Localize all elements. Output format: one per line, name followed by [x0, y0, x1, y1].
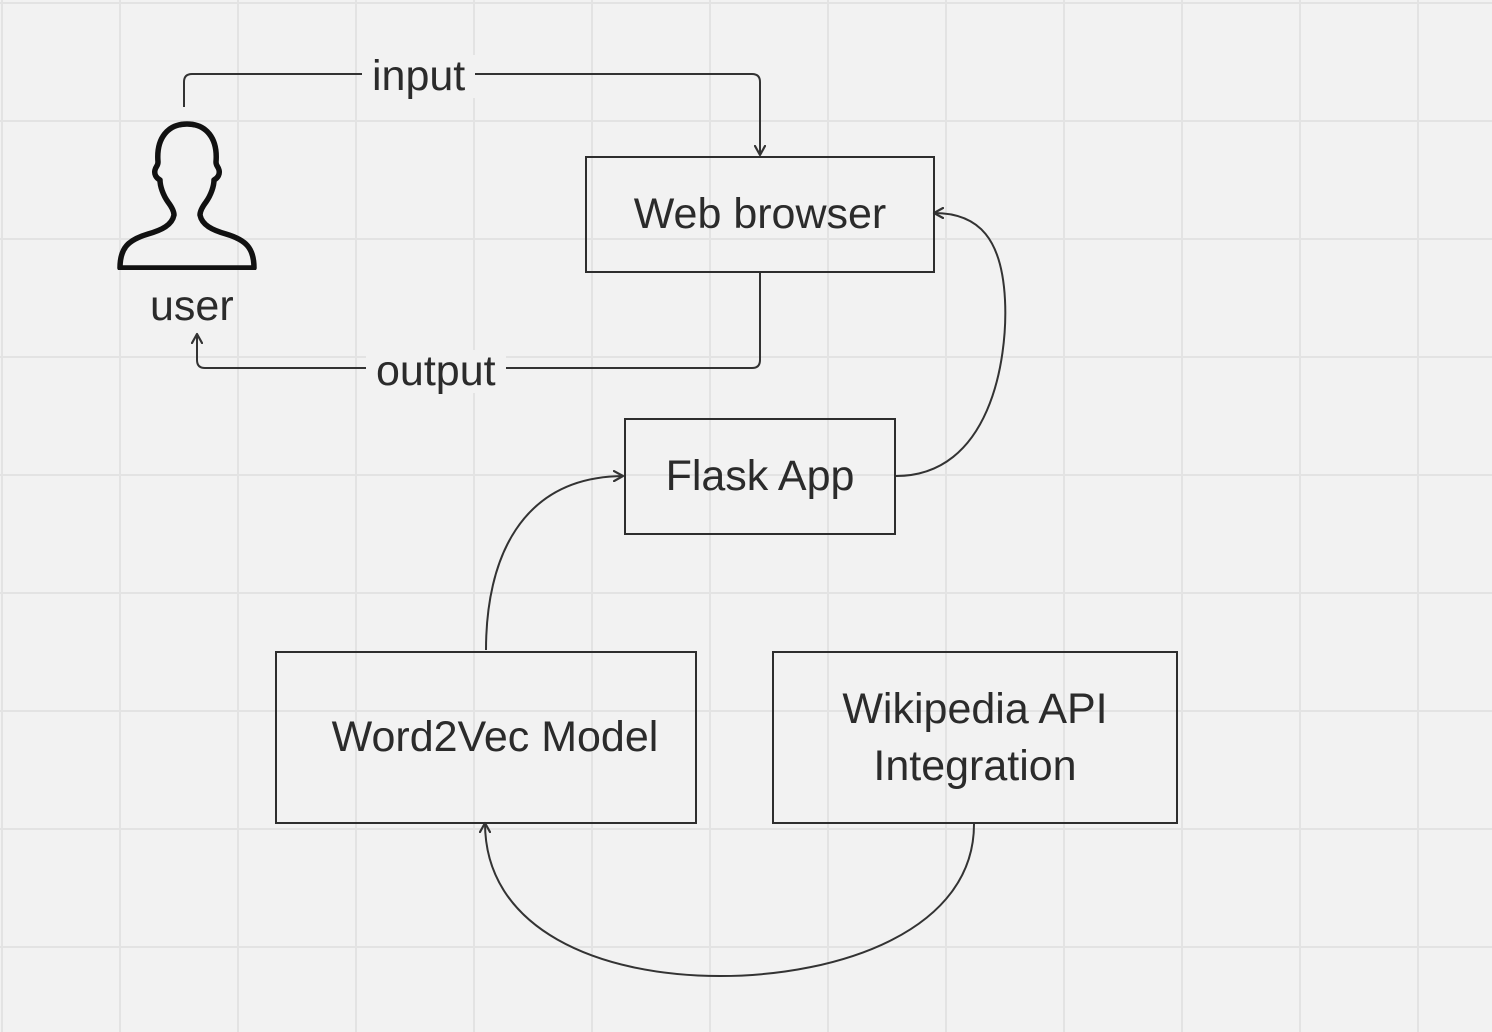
node-flask-app[interactable]: Flask App — [624, 418, 896, 535]
node-web-browser[interactable]: Web browser — [585, 156, 935, 273]
edge-word2vec-to-flask — [485, 476, 623, 651]
edge-label-input: input — [362, 55, 476, 98]
person-outline-icon — [117, 121, 257, 270]
actor-label-user: user — [150, 282, 234, 330]
edge-label-output: output — [366, 350, 506, 393]
node-word2vec-model[interactable]: Word2Vec Model — [275, 651, 697, 824]
edge-flask-to-browser — [895, 213, 1007, 477]
node-wikipedia-api-integration[interactable]: Wikipedia API Integration — [772, 651, 1178, 824]
edge-wikipedia-to-word2vec — [485, 823, 976, 978]
